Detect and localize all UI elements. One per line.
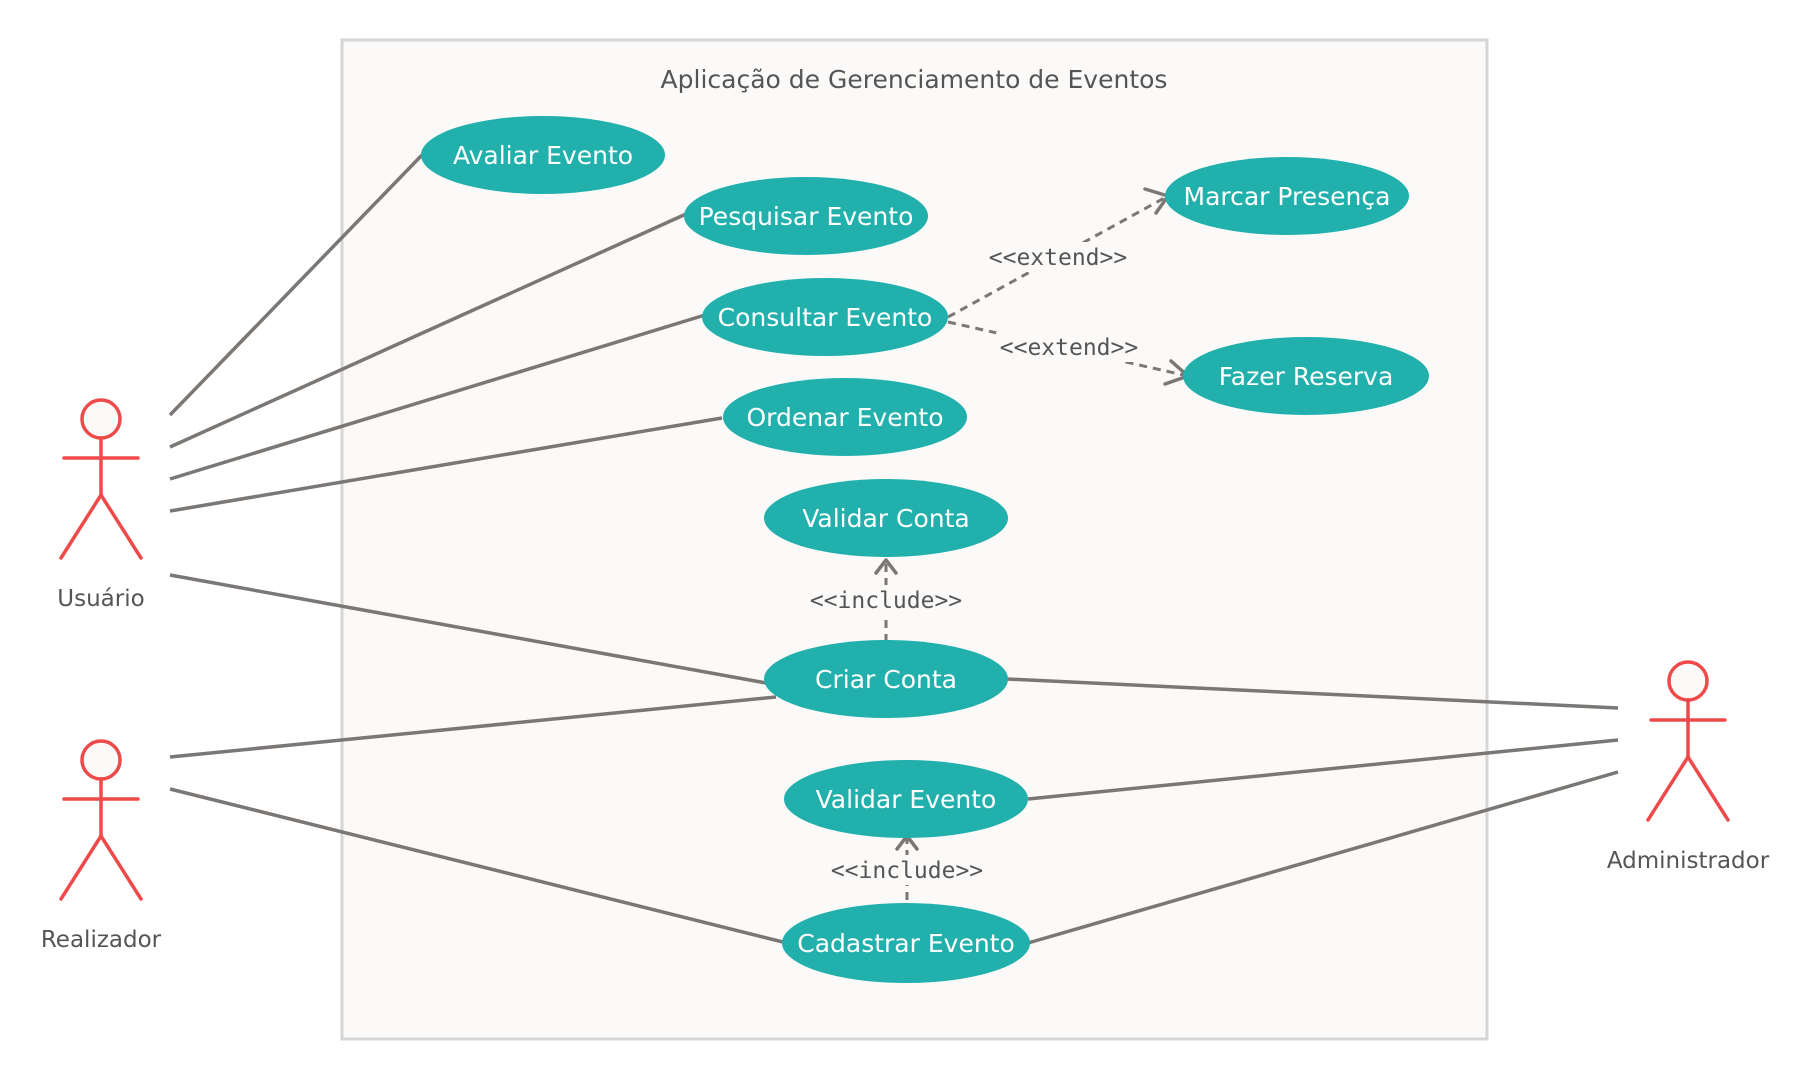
actor-icon (59, 398, 143, 560)
assoc-admin-validar-evento (1027, 738, 1619, 801)
use-case-criar-conta[interactable]: Criar Conta (764, 640, 1008, 718)
actor-label: Realizador (41, 927, 162, 953)
assoc-usuario-pesquisar-evento (169, 212, 687, 449)
use-case-label: Cadastrar Evento (797, 929, 1015, 958)
actor-realizador[interactable]: Realizador (41, 739, 162, 953)
use-case-label: Validar Evento (816, 785, 997, 814)
stereotype-labels: <<extend>> <<extend>> <<include>> <<incl… (806, 242, 1141, 885)
actor-administrador[interactable]: Administrador (1607, 660, 1770, 874)
associations (168, 153, 1619, 945)
extend-label-fazer-reserva: <<extend>> (1000, 335, 1138, 361)
assoc-realizador-criar-conta (169, 695, 777, 759)
assoc-usuario-consultar-evento (169, 313, 706, 481)
assoc-admin-criar-conta (1006, 677, 1619, 710)
actor-label: Administrador (1607, 848, 1770, 874)
use-case-pesquisar-evento[interactable]: Pesquisar Evento (684, 177, 928, 255)
assoc-usuario-ordenar-evento (169, 416, 723, 513)
use-case-consultar-evento[interactable]: Consultar Evento (702, 278, 948, 356)
include-label-validar-conta: <<include>> (810, 588, 962, 614)
assoc-admin-cadastrar-evento (1027, 770, 1619, 945)
arrowhead-validar-conta (874, 558, 898, 575)
assoc-usuario-criar-conta (169, 573, 767, 685)
use-case-label: Consultar Evento (718, 303, 933, 332)
use-case-label: Ordenar Evento (746, 403, 943, 432)
use-case-label: Marcar Presença (1184, 182, 1391, 211)
use-case-label: Pesquisar Evento (699, 202, 914, 231)
assoc-realizador-cadastrar-evento (169, 787, 788, 945)
actor-label: Usuário (57, 586, 144, 612)
include-label-validar-evento: <<include>> (831, 858, 983, 884)
assoc-usuario-avaliar-evento (168, 153, 424, 417)
use-case-label: Validar Conta (802, 504, 970, 533)
actor-icon (1646, 660, 1730, 822)
use-case-label: Avaliar Evento (453, 141, 633, 170)
system-title: Aplicação de Gerenciamento de Eventos (661, 65, 1168, 94)
actor-icon (59, 739, 143, 901)
actor-usuario[interactable]: Usuário (57, 398, 145, 612)
use-case-marcar-presenca[interactable]: Marcar Presença (1165, 157, 1409, 235)
use-case-label: Fazer Reserva (1219, 362, 1394, 391)
use-case-ordenar-evento[interactable]: Ordenar Evento (723, 378, 967, 456)
use-case-avaliar-evento[interactable]: Avaliar Evento (421, 116, 665, 194)
extend-label-marcar-presenca: <<extend>> (989, 245, 1127, 271)
use-case-validar-conta[interactable]: Validar Conta (764, 479, 1008, 557)
use-case-fazer-reserva[interactable]: Fazer Reserva (1183, 337, 1429, 415)
use-case-label: Criar Conta (815, 665, 957, 694)
use-case-cadastrar-evento[interactable]: Cadastrar Evento (782, 903, 1030, 983)
use-case-validar-evento[interactable]: Validar Evento (784, 760, 1028, 838)
